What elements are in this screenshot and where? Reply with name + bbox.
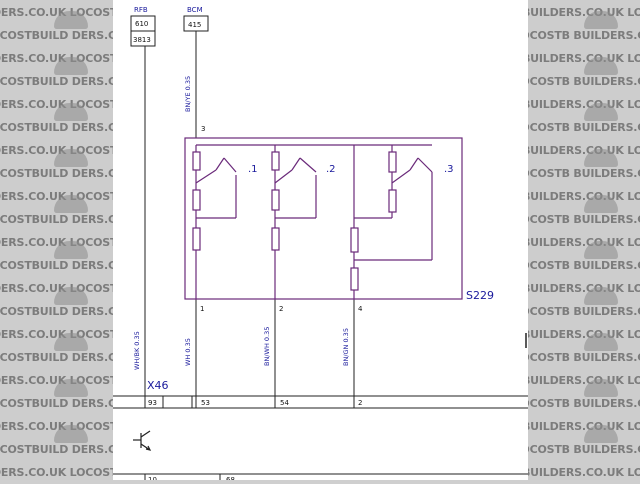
watermark-logo [584,287,618,305]
watermark-text: DERS.CO.UK LOCOSTBUILD [0,52,113,65]
watermark-text: DERS.CO.UK LOCOSTBUILD [0,144,113,157]
watermark-logo [54,11,88,29]
connector-pin-54: 54 [280,399,289,407]
position-1-label: .1 [248,164,258,175]
watermark-logo [54,379,88,397]
watermark-logo [584,333,618,351]
watermark-logo [584,195,618,213]
bottom-pin-a: 10 [148,476,157,480]
bcm-top-code: 415 [188,21,201,29]
watermark-text: DERS.CO.UK LOCOSTBUILD [0,282,113,295]
watermark-logo [584,11,618,29]
wiring-diagram-sheet: RFB 610 3813 BCM 415 BN/YE 0.35 3 S229 .… [113,0,528,484]
wire-label-bn-wh: BN/WH 0.35 [263,327,271,366]
connector-name: X46 [147,379,169,392]
switch-s229-outline [184,137,463,300]
pin-4-label: 4 [358,305,363,313]
switch-section-3 [350,145,433,300]
watermark-text: LOCOSTBUILD DERS.CO.UK [0,443,113,456]
watermark-text: DERS.CO.UK LOCOSTBUILD [0,236,113,249]
watermark-text: LOCOSTBUILD DERS.CO.UK [0,351,113,364]
watermark-logo [54,57,88,75]
watermark-text: DERS.CO.UK LOCOSTBUILD [0,6,113,19]
watermark-logo [584,149,618,167]
watermark-text: DERS.CO.UK LOCOSTBUILD [0,466,113,479]
resistor-1a [192,151,201,171]
watermark-text: LOCOSTBUILD DERS.CO.UK [0,305,113,318]
watermark-text: LOCOSTBUILD DERS.CO.UK [0,397,113,410]
bcm-label: BCM [187,6,203,14]
watermark-logo [54,287,88,305]
watermark-logo [584,425,618,443]
watermark-left: DERS.CO.UK LOCOSTBUILD LOCOSTBUILD DERS.C… [0,0,113,480]
pin-1-label: 1 [200,305,204,313]
position-3-label: .3 [444,164,454,175]
watermark-logo [584,241,618,259]
watermark-text: DERS.CO.UK LOCOSTBUILD [0,328,113,341]
watermark-logo [584,379,618,397]
rfb-top-code: 610 [135,20,148,28]
watermark-text: DERS.CO.UK LOCOSTBUILD [0,190,113,203]
watermark-logo [54,425,88,443]
wire-label-wh: WH 0.35 [184,338,192,366]
pin-2-label: 2 [279,305,283,313]
pin-3-label: 3 [201,125,205,133]
watermark-logo [54,333,88,351]
watermark-logo [584,57,618,75]
rfb-bottom-code: 3813 [133,36,151,44]
watermark-logo [584,103,618,121]
switch-section-2 [271,145,317,300]
switch-section-1 [192,145,237,300]
watermark-logo [54,241,88,259]
watermark-text: LOCOSTBUILD DERS.CO.UK [0,167,113,180]
transistor-symbol [133,430,152,451]
wire-label-feed: BN/YE 0.35 [184,76,192,112]
rfb-label: RFB [134,6,148,14]
watermark-text: LOCOSTBUILD DERS.CO.UK [0,75,113,88]
position-2-label: .2 [326,164,336,175]
watermark-logo [54,149,88,167]
watermark-logo [54,103,88,121]
watermark-text: DERS.CO.UK LOCOSTBUILD [0,374,113,387]
connector-pin-2: 2 [358,399,362,407]
connector-pin-93: 93 [148,399,157,407]
watermark-logo [54,195,88,213]
watermark-text: LOCOSTBUILD DERS.CO.UK [0,121,113,134]
watermark-text: DERS.CO.UK LOCOSTBUILD [0,420,113,433]
watermark-text: LOCOSTBUILD DERS.CO.UK [0,259,113,272]
connector-pin-53: 53 [201,399,210,407]
switch-name: S229 [466,289,494,302]
watermark-text: LOCOSTBUILD DERS.CO.UK [0,213,113,226]
watermark-text: DERS.CO.UK LOCOSTBUILD [0,98,113,111]
wire-label-wh-bk: WH/BK 0.35 [133,331,141,370]
bottom-pin-b: 68 [226,476,235,480]
watermark-text: LOCOSTBUILD DERS.CO.UK [0,29,113,42]
wire-label-bn-gn: BN/GN 0.35 [342,328,350,366]
wiring-diagram: RFB 610 3813 BCM 415 BN/YE 0.35 3 S229 .… [113,6,528,484]
